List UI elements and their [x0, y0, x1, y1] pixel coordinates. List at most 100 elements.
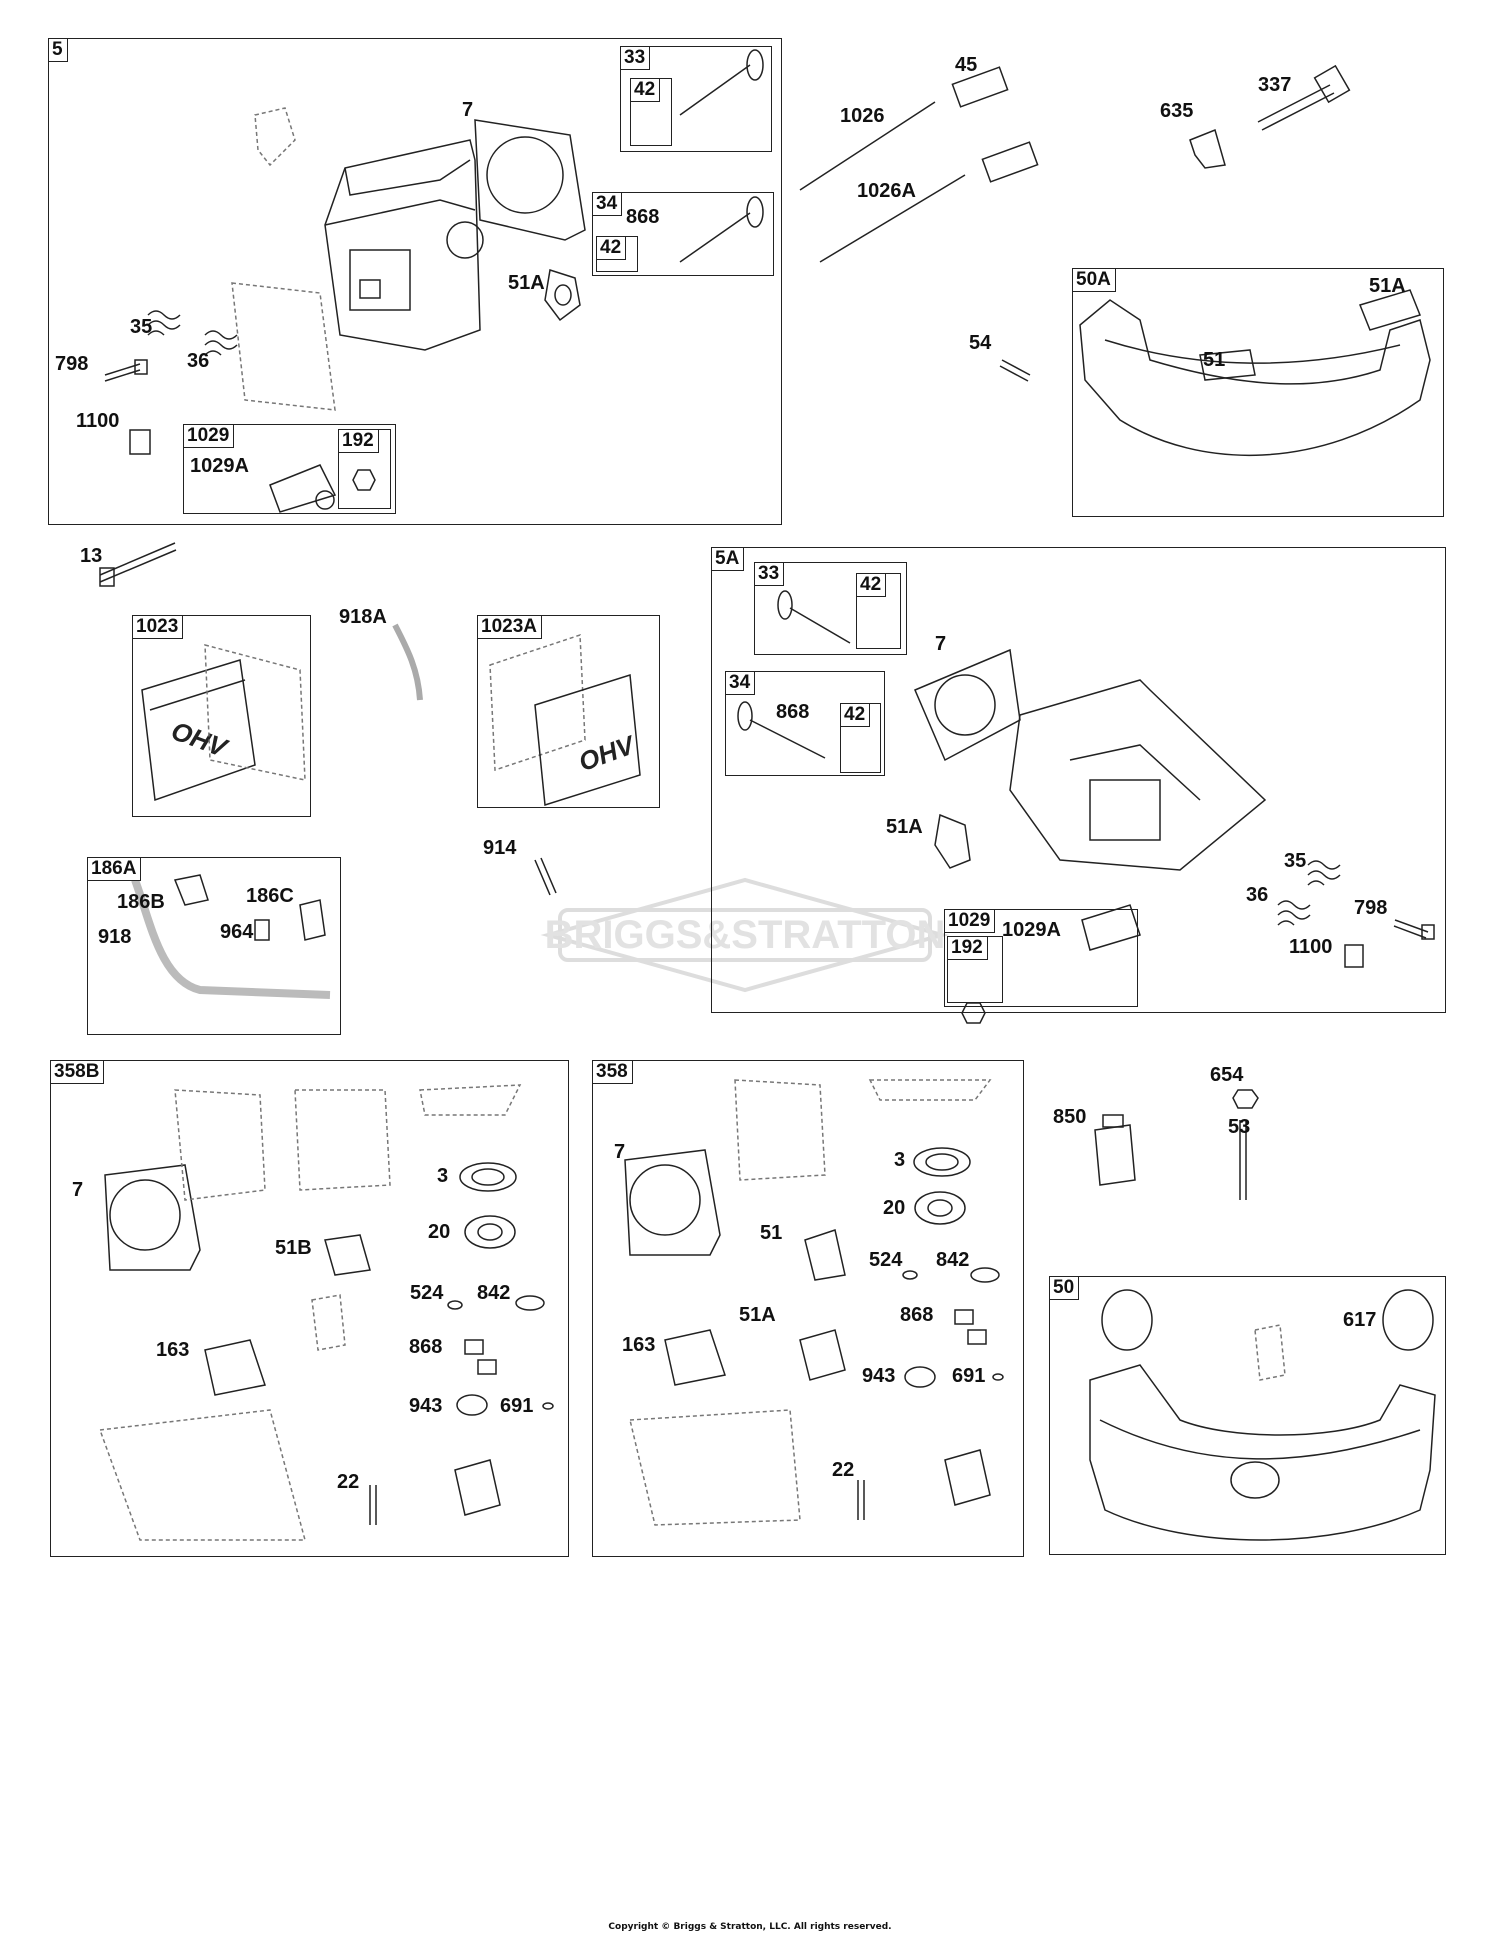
group-tag: 1023 — [133, 616, 184, 639]
seal-icon — [459, 1147, 971, 1249]
part-label: 914 — [483, 837, 517, 859]
intake-manifold-icon — [1079, 299, 1431, 457]
part-label: 163 — [622, 1334, 656, 1356]
part-label: 7 — [462, 99, 474, 121]
part-label: 964 — [220, 921, 254, 943]
valve-b-icon — [737, 590, 851, 759]
stem-seal-icon — [464, 1309, 987, 1375]
group-box-42: 42 — [630, 78, 672, 146]
group-box-186A: 186A — [87, 857, 341, 1035]
group-box-358: 358 — [592, 1060, 1024, 1557]
part-label: 691 — [500, 1395, 534, 1417]
gasket-small-icon — [454, 1449, 991, 1516]
part-label: 1026A — [857, 180, 916, 202]
part-label: 3 — [437, 1165, 449, 1187]
valve-icon — [679, 49, 764, 263]
intake-manifold-b-icon — [1089, 1364, 1436, 1541]
group-tag: 50 — [1050, 1277, 1080, 1300]
group-box-192: 192 — [947, 936, 1003, 1003]
part-label: 337 — [1258, 74, 1292, 96]
sealant-tube-icon — [1094, 1114, 1136, 1186]
head-gasket-b-icon — [914, 648, 1021, 762]
head-gasket-icon — [474, 119, 586, 241]
spark-plug-icon — [1257, 64, 1351, 131]
part-label: 35 — [130, 316, 153, 338]
part-label: 54 — [969, 332, 992, 354]
gasket-outline-icon — [98, 1079, 1286, 1541]
spring-icon — [147, 310, 238, 356]
group-tag: 42 — [857, 574, 887, 597]
group-box-1023: 1023 — [132, 615, 311, 817]
part-label: 842 — [936, 1249, 970, 1271]
part-label: 13 — [80, 545, 103, 567]
cylinder-head-b-icon — [1009, 679, 1267, 871]
manifold-gasket-icon — [1199, 289, 1422, 381]
part-label: 524 — [869, 1249, 903, 1271]
nut-icon — [352, 469, 986, 1024]
breather-tube-icon — [392, 623, 423, 701]
part-label: 53 — [1228, 1116, 1251, 1138]
part-label: 691 — [952, 1365, 986, 1387]
fitting-186b-icon — [173, 874, 209, 906]
fitting-186c-icon — [299, 899, 326, 941]
group-tag: 33 — [621, 47, 651, 70]
group-box-42: 42 — [856, 573, 901, 649]
group-tag: 42 — [597, 237, 627, 260]
part-label: 51 — [1203, 349, 1226, 371]
group-box-1029: 1029 — [944, 909, 1138, 1007]
part-label: 1100 — [1289, 936, 1333, 958]
part-label: 868 — [900, 1304, 934, 1326]
group-tag: 192 — [339, 430, 379, 453]
group-tag: 33 — [755, 563, 785, 586]
group-box-33: 33 — [620, 46, 772, 152]
cylinder-head-icon — [324, 139, 484, 351]
gasket-51b-icon — [324, 1229, 846, 1381]
group-tag: 1029 — [945, 910, 996, 933]
part-label: 51B — [275, 1237, 312, 1259]
part-label: 850 — [1053, 1106, 1087, 1128]
part-label: 7 — [935, 633, 947, 655]
gasket-51a-icon — [544, 269, 581, 322]
group-tag: 34 — [593, 193, 623, 216]
group-box-42: 42 — [596, 236, 638, 272]
part-label: 943 — [862, 1365, 896, 1387]
part-label: 7 — [72, 1179, 84, 1201]
part-label: 918 — [98, 926, 132, 948]
group-box-34: 34 — [592, 192, 774, 276]
part-label: 654 — [1210, 1064, 1244, 1086]
watermark-logo — [540, 877, 950, 993]
group-tag: 358 — [593, 1061, 633, 1084]
group-box-42: 42 — [840, 703, 881, 773]
gasket-51ac-icon — [934, 813, 971, 869]
screw-54-icon — [999, 359, 1031, 382]
group-tag: 358B — [51, 1061, 105, 1084]
part-label: 51A — [508, 272, 545, 294]
part-label: 1029A — [190, 455, 249, 477]
part-label: 186B — [117, 891, 165, 913]
gasket-163-icon — [204, 1329, 726, 1396]
clip-icon — [129, 429, 151, 455]
part-label: 918A — [339, 606, 387, 628]
part-label: 798 — [1354, 897, 1388, 919]
group-tag: 1023A — [478, 616, 542, 639]
copyright-text: Copyright © Briggs & Stratton, LLC. All … — [608, 1922, 892, 1932]
part-label: 163 — [156, 1339, 190, 1361]
part-label: 524 — [410, 1282, 444, 1304]
part-label: 868 — [776, 701, 810, 723]
part-label: 7 — [614, 1141, 626, 1163]
group-box-33: 33 — [754, 562, 907, 655]
group-box-1023A: 1023A — [477, 615, 660, 808]
part-label: 22 — [832, 1459, 855, 1481]
screw-914-icon — [534, 857, 557, 896]
part-label: 635 — [1160, 100, 1194, 122]
group-box-34: 34 — [725, 671, 885, 776]
group-box-192: 192 — [338, 429, 391, 509]
watermark-text: BRIGGS&STRATTON — [545, 913, 946, 957]
part-label: 22 — [337, 1471, 360, 1493]
group-box-1029: 1029 — [183, 424, 396, 514]
group-tag: 42 — [631, 79, 661, 102]
gasket-set-icon — [104, 1149, 721, 1271]
group-box-358B: 358B — [50, 1060, 569, 1557]
group-box-5A: 5A — [711, 547, 1446, 1013]
part-label: 186C — [246, 885, 294, 907]
